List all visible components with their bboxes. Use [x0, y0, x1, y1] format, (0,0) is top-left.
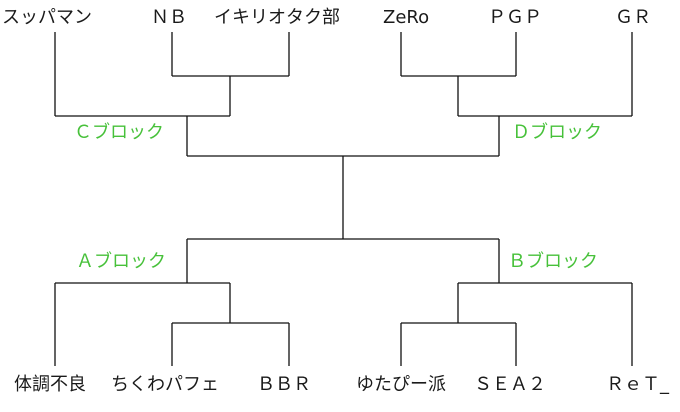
block-label-c: Ｃブロック [74, 122, 164, 143]
team-name-top: ZeRo [383, 7, 430, 28]
team-name-top: イキリオタク部 [214, 7, 340, 28]
block-label-b: Ｂブロック [508, 251, 598, 272]
team-name-top: ＰＧＰ [488, 7, 542, 28]
team-name-bottom: ＲｅＴ_ [606, 374, 669, 395]
team-name-bottom: ＳＥＡ２ [474, 374, 546, 395]
team-name-bottom: ＢＢＲ [257, 374, 311, 395]
team-name-top: ＧＲ [615, 7, 651, 28]
team-name-top: ＮＢ [151, 7, 187, 28]
team-name-bottom: 体調不良 [14, 374, 86, 395]
block-label-a: Ａブロック [76, 251, 166, 272]
team-name-bottom: ちくわパフェ [111, 374, 219, 395]
team-name-top: スッパマン [2, 7, 92, 28]
block-label-d: Ｄブロック [512, 122, 602, 143]
team-name-bottom: ゆたぴー派 [356, 374, 446, 395]
